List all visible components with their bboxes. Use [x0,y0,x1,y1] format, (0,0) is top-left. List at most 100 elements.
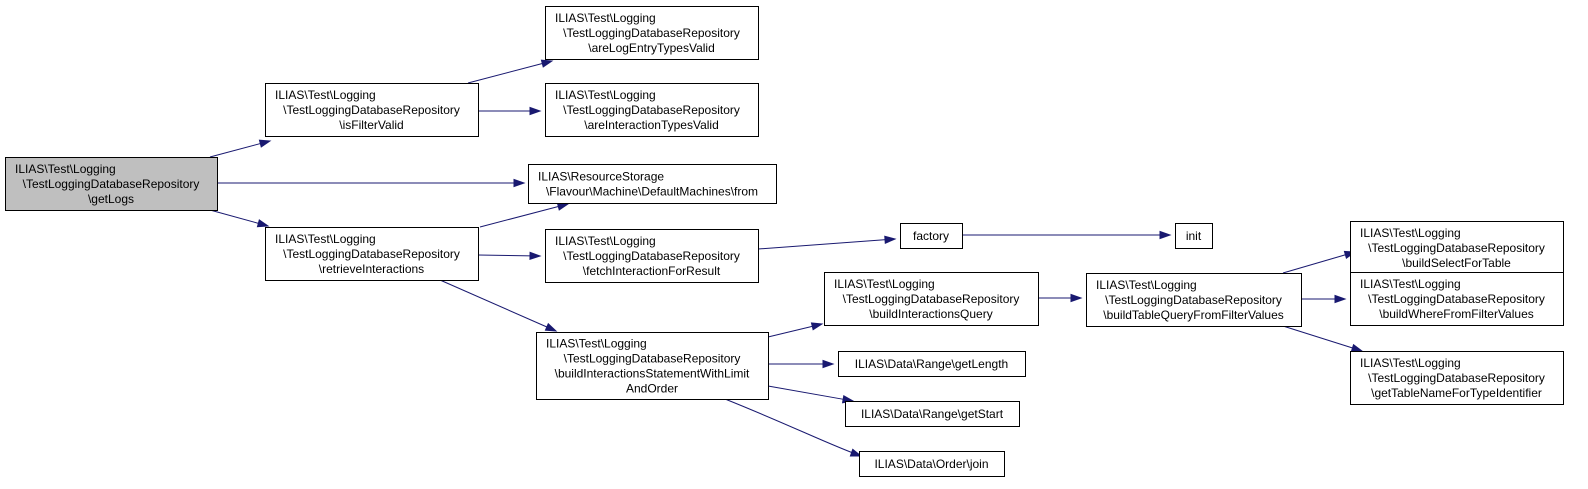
node-factory[interactable]: factory [900,223,963,249]
node-label-line: ILIAS\Test\Logging [555,88,656,102]
node-label-line: \TestLoggingDatabaseRepository [563,26,740,40]
edge-line [439,279,548,328]
node-box [545,229,759,283]
node-box [265,227,479,281]
node-box [545,83,759,137]
edge-buildInteractionsStatement-to-getStart [767,385,855,404]
node-label-line: ILIAS\Test\Logging [1096,278,1197,292]
node-label-line: \Flavour\Machine\DefaultMachines\from [546,185,758,199]
node-label-line: \fetchInteractionForResult [583,264,721,278]
node-label-line: ILIAS\Test\Logging [1360,277,1461,291]
arrowhead-icon [1334,294,1347,304]
node-label-line: ILIAS\Test\Logging [834,277,935,291]
edge-buildInteractionsStatement-to-buildInteractionsQuery [767,322,824,338]
arrowhead-icon [544,322,558,332]
arrowhead-icon [810,322,824,331]
node-box [900,223,963,249]
edge-line [477,254,532,257]
node-buildInteractionsStatement[interactable]: ILIAS\Test\Logging\TestLoggingDatabaseRe… [536,332,769,400]
node-label-line: ILIAS\Test\Logging [546,337,647,351]
node-label-line: \TestLoggingDatabaseRepository [1105,293,1282,307]
node-label-line: init [1186,229,1202,243]
edge-line [1282,254,1347,274]
node-getStart[interactable]: ILIAS\Data\Range\getStart [845,401,1020,427]
node-label-line: AndOrder [626,382,678,396]
node-label-line: \areLogEntryTypesValid [588,41,715,55]
node-label-line: ILIAS\Test\Logging [1360,226,1461,240]
node-retrieveInteractions[interactable]: ILIAS\Test\Logging\TestLoggingDatabaseRe… [265,227,479,281]
node-from[interactable]: ILIAS\ResourceStorage\Flavour\Machine\De… [528,164,777,204]
node-box [5,157,218,211]
edge-buildTableQuery-to-buildWhereFromFilterValues [1301,294,1347,304]
edge-line [479,205,560,228]
node-label-line: ILIAS\ResourceStorage [538,170,664,184]
arrowhead-icon [1070,293,1083,303]
edge-retrieveInteractions-to-buildInteractionsStatement [439,279,558,332]
edge-line [724,398,862,457]
node-areLogEntryTypesValid[interactable]: ILIAS\Test\Logging\TestLoggingDatabaseRe… [545,6,759,60]
arrowhead-icon [513,178,526,188]
node-isFilterValid[interactable]: ILIAS\Test\Logging\TestLoggingDatabaseRe… [265,83,479,137]
node-label-line: \buildInteractionsQuery [869,307,992,321]
edge-line [757,239,887,250]
edge-fetchInteractionForResult-to-factory [757,235,897,250]
node-label-line: \TestLoggingDatabaseRepository [563,249,740,263]
node-box [1086,273,1302,327]
node-label-line: \TestLoggingDatabaseRepository [1368,241,1545,255]
node-box [1350,272,1564,326]
node-label-line: \TestLoggingDatabaseRepository [1368,292,1545,306]
arrowhead-icon [258,139,272,148]
node-label-line: ILIAS\Test\Logging [275,88,376,102]
node-buildInteractionsQuery[interactable]: ILIAS\Test\Logging\TestLoggingDatabaseRe… [824,272,1039,326]
edge-isFilterValid-to-areLogEntryTypesValid [467,59,554,84]
edge-factory-to-init [962,230,1172,240]
arrowhead-icon [849,448,863,457]
node-label-line: \retrieveInteractions [319,262,424,276]
node-areInteractionTypesValid[interactable]: ILIAS\Test\Logging\TestLoggingDatabaseRe… [545,83,759,137]
node-label-line: ILIAS\Test\Logging [1360,356,1461,370]
edge-buildInteractionsStatement-to-getLength [768,359,835,369]
node-label-line: ILIAS\Test\Logging [555,11,656,25]
node-label-line: ILIAS\Data\Range\getStart [861,407,1004,421]
edge-isFilterValid-to-areInteractionTypesValid [478,106,542,116]
node-label-line: \TestLoggingDatabaseRepository [283,103,460,117]
edge-line [209,209,260,225]
node-getLength[interactable]: ILIAS\Data\Range\getLength [838,351,1026,377]
node-label-line: \getLogs [88,192,134,206]
arrowhead-icon [529,106,542,116]
node-box [1350,221,1564,275]
edge-buildInteractionsQuery-to-buildTableQuery [1038,293,1083,303]
node-box [528,164,777,204]
node-label-line: ILIAS\Test\Logging [555,234,656,248]
node-buildSelectForTable[interactable]: ILIAS\Test\Logging\TestLoggingDatabaseRe… [1350,221,1564,275]
node-box [545,6,759,60]
edge-line [767,325,814,338]
arrowhead-icon [529,251,542,261]
node-label-line: ILIAS\Test\Logging [15,162,116,176]
edge-getLogs-to-from [217,178,526,188]
node-buildTableQuery[interactable]: ILIAS\Test\Logging\TestLoggingDatabaseRe… [1086,273,1302,327]
node-getTableNameForTypeIdentifier[interactable]: ILIAS\Test\Logging\TestLoggingDatabaseRe… [1350,351,1564,405]
arrowhead-icon [540,59,554,68]
edge-line [767,385,845,400]
node-label-line: \TestLoggingDatabaseRepository [1368,371,1545,385]
node-label-line: \buildInteractionsStatementWithLimit [555,367,750,381]
node-label-line: \TestLoggingDatabaseRepository [564,352,741,366]
node-init[interactable]: init [1175,223,1213,249]
node-getLogs[interactable]: ILIAS\Test\Logging\TestLoggingDatabaseRe… [5,157,218,211]
edge-getLogs-to-retrieveInteractions [209,209,270,228]
arrowhead-icon [556,202,570,211]
node-box [824,272,1039,326]
node-label-line: \isFilterValid [339,118,403,132]
node-label-line: \getTableNameForTypeIdentifier [1371,386,1542,400]
node-fetchInteractionForResult[interactable]: ILIAS\Test\Logging\TestLoggingDatabaseRe… [545,229,759,283]
arrowhead-icon [884,235,897,244]
node-box [859,451,1005,477]
arrowhead-icon [822,359,835,369]
edge-buildTableQuery-to-buildSelectForTable [1282,250,1357,274]
arrowhead-icon [256,219,270,228]
node-buildWhereFromFilterValues[interactable]: ILIAS\Test\Logging\TestLoggingDatabaseRe… [1350,272,1564,326]
node-join[interactable]: ILIAS\Data\Order\join [859,451,1005,477]
edge-line [1282,325,1354,349]
